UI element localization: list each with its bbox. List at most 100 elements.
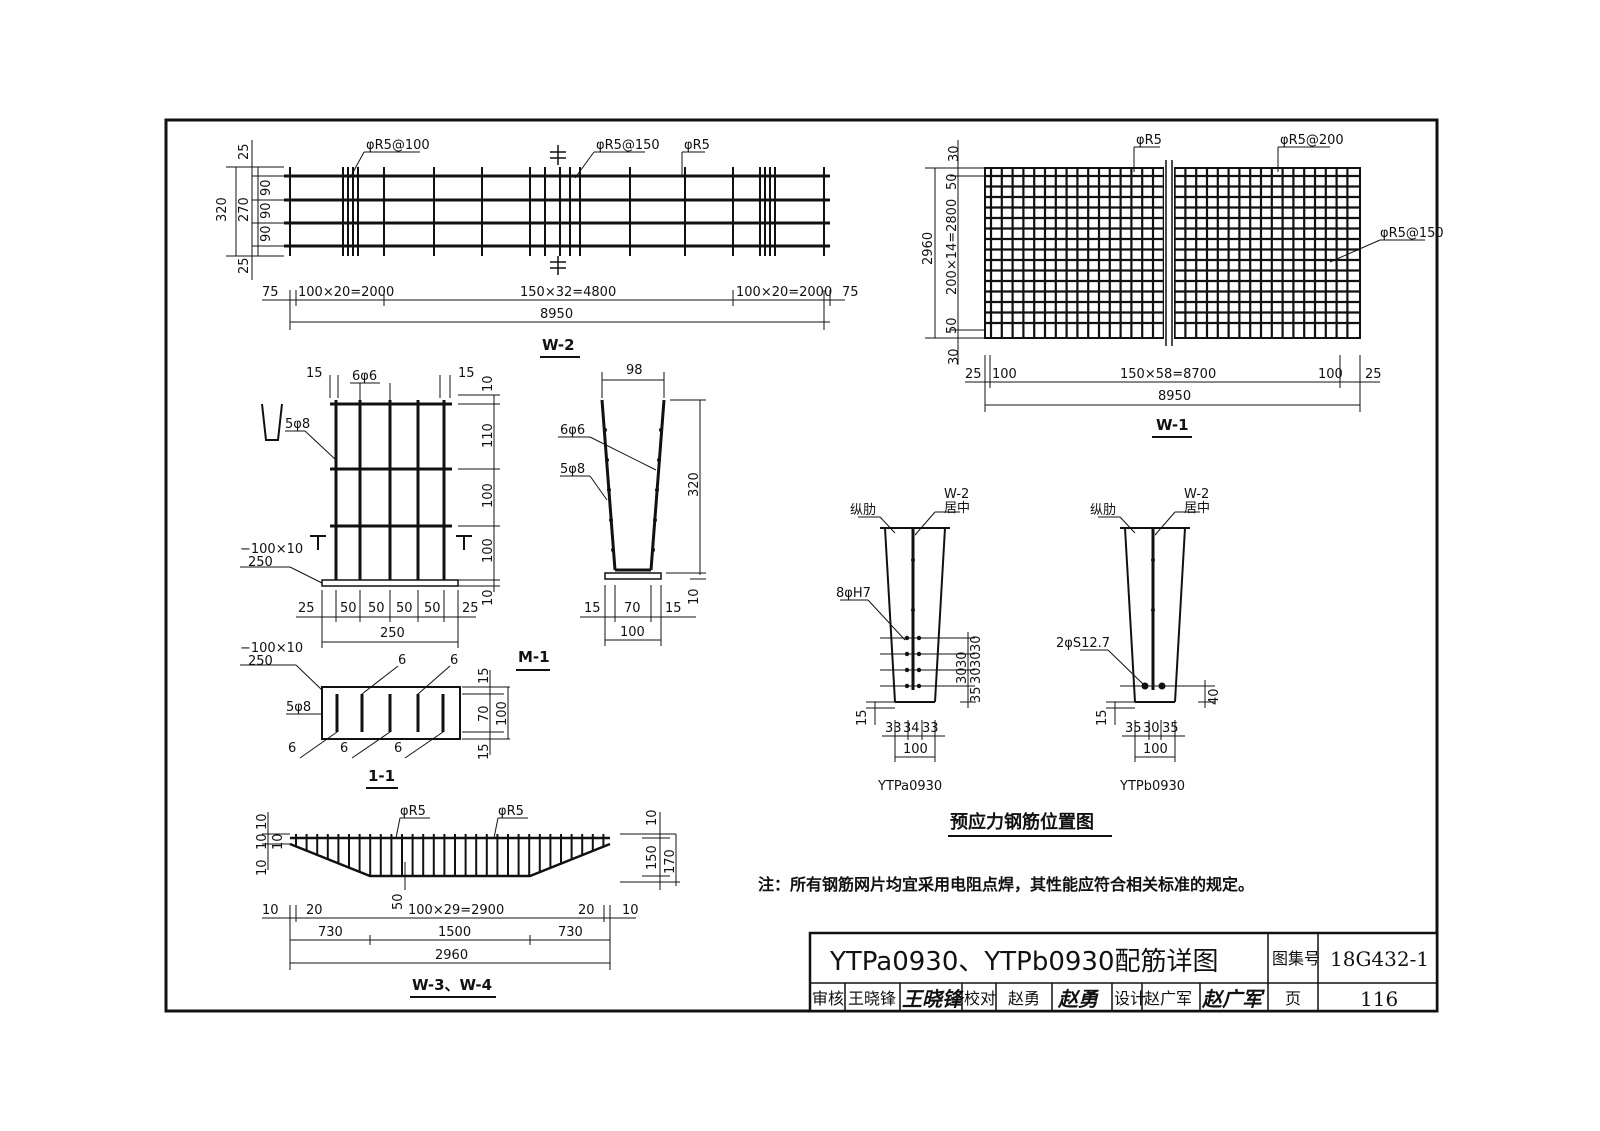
m1-elevation: 6φ6 5φ8 −100×10 250 15 15 10 110 100 100… [240,366,500,648]
checker-signature: 赵勇 [1057,987,1100,1011]
sec-dim-mid: 70 [624,601,641,616]
u-bar-icon [261,403,283,441]
w2-dim-s1: 100×20=2000 [298,285,394,300]
prestress-caption: 预应力钢筋位置图 [950,811,1094,833]
plan-dim-100: 100 [495,701,510,726]
w34-title: W-3、W-4 [412,976,492,994]
atlas-number: 18G432-1 [1330,947,1429,971]
ytpa-section: 纵肋 W-2 居中 8φH7 30 30 30 35 30 30 15 33 3… [836,487,984,794]
ytpb-dim-b2: 30 [1143,721,1160,736]
m1-dim-b-f: 25 [462,601,479,616]
ytpa-dim-s4: 35 [969,686,984,703]
m1-dim-b-a: 25 [298,601,315,616]
w2-dim-l75: 75 [262,285,279,300]
plan-label-six-d: 6 [340,741,348,756]
w2-dim-d1: 90 [259,179,274,196]
w1-label-a: φR5 [1136,133,1162,148]
w34-dim-total: 2960 [435,948,468,963]
ytpb-label-center: 居中 [1184,501,1210,516]
w2-label-b: φR5@150 [596,138,660,153]
w1-label-c: φR5@150 [1380,226,1444,241]
ytpa-title: YTPa0930 [877,779,942,794]
ytpb-dim-r40: 40 [1207,688,1222,705]
designer-signature: 赵广军 [1201,987,1265,1011]
w34-dim-150: 150 [645,845,660,870]
w34-dim-l20: 20 [306,903,323,918]
sec-label-bars8: 5φ8 [560,462,585,477]
title-block: YTPa0930、YTPb0930配筋详图 图集号 18G432-1 审核 王晓… [808,931,1439,1013]
w34-dim-r10: 10 [645,809,660,826]
m1-dim-l15: 15 [306,366,323,381]
m1-dim-10b: 10 [481,589,496,606]
w1-label-b: φR5@200 [1280,133,1344,148]
w2-dim-top: 25 [237,143,252,160]
ytpb-dim-b3: 35 [1162,721,1179,736]
plan-dim-b15: 15 [477,743,492,760]
designer-name: 赵广军 [1144,989,1192,1008]
w2-title: W-2 [542,336,575,354]
w1-dim-bot: 30 [947,348,962,365]
w1-dim-total-len: 8950 [1158,389,1191,404]
w1-dim-50b: 50 [945,317,960,334]
ytpa-dim-s1: 30 [969,635,984,652]
w34-dim-t10: 10 [255,813,270,830]
plan-1-1: −100×10 250 5φ8 6 6 6 6 6 15 70 100 15 1… [240,641,510,789]
w2-dim-r75: 75 [842,285,859,300]
w1-drawing: φR5 φR5@200 φR5@150 30 50 2960 200×14=28… [921,133,1444,438]
plan-label-six-e: 6 [394,741,402,756]
sec-dim-top: 98 [626,363,643,378]
w34-label-a: φR5 [400,804,426,819]
m1-dim-b-c: 50 [368,601,385,616]
plan-plate-top: −100×10 [240,641,303,656]
plan-label-bars8: 5φ8 [286,700,311,715]
w1-dim-l100: 100 [992,367,1017,382]
w34-label-50: 50 [391,893,406,910]
general-note: 注：所有钢筋网片均宜采用电阻点焊，其性能应符合相关标准的规定。 [758,875,1254,894]
m1-plate-top: −100×10 [240,542,303,557]
ytpa-label-strands: 8φH7 [836,586,871,601]
ytpa-dim-b2: 34 [903,721,920,736]
m1-dim-100b: 100 [481,538,496,563]
page-label: 页 [1285,989,1301,1008]
sec-dim-r15: 15 [665,601,682,616]
m1-dim-b-d: 50 [396,601,413,616]
w2-label-c: φR5 [684,138,710,153]
m1-plate-bot: 250 [248,555,273,570]
review-label: 审核 [812,989,844,1008]
ytpb-label-strands: 2φS12.7 [1056,636,1110,651]
ytpb-label-w2: W-2 [1184,487,1209,502]
plan-label-six-a: 6 [398,653,406,668]
w1-dim-l25: 25 [965,367,982,382]
m1-label-bars8: 5φ8 [285,417,310,432]
m1-dim-b-b: 50 [340,601,357,616]
sec-dim-bot: 100 [620,625,645,640]
ytpa-dim-b1: 33 [885,721,902,736]
w1-dim-r100: 100 [1318,367,1343,382]
w1-dim-mid: 200×14=2800 [945,199,960,295]
m1-dim-r15: 15 [458,366,475,381]
w34-dim-r20: 20 [578,903,595,918]
reviewer-name: 王晓锋 [848,989,896,1008]
w1-title: W-1 [1156,416,1189,434]
w34-dim-m10: 10 [255,833,270,850]
w2-dim-s2: 150×32=4800 [520,285,616,300]
w34-dim-170: 170 [663,849,678,874]
ytpa-dim-s6: 30 [955,667,970,684]
w2-dim-d3: 90 [259,225,274,242]
w2-dim-d2: 90 [259,202,274,219]
w1-dim-total: 2960 [921,232,936,265]
w34-dim-730a: 730 [318,925,343,940]
sheet-frame [164,118,1439,1013]
ytpa-label-rib: 纵肋 [850,503,876,518]
ytpa-dim-b3: 33 [922,721,939,736]
w34-dim-m10b: 10 [271,833,286,850]
page-number: 116 [1360,987,1398,1011]
ytpb-dim-b1: 35 [1125,721,1142,736]
m1-dim-110: 110 [481,423,496,448]
w2-dim-s3: 100×20=2000 [736,285,832,300]
w34-drawing: φR5 φR5 50 10 10 10 10 10 150 170 10 20 … [255,804,680,998]
ytpb-section: 纵肋 W-2 居中 2φS12.7 40 15 35 30 35 100 YTP… [1056,487,1222,794]
w2-dim-bot: 25 [237,257,252,274]
w2-dim-mid: 270 [237,197,252,222]
w1-dim-50a: 50 [945,173,960,190]
